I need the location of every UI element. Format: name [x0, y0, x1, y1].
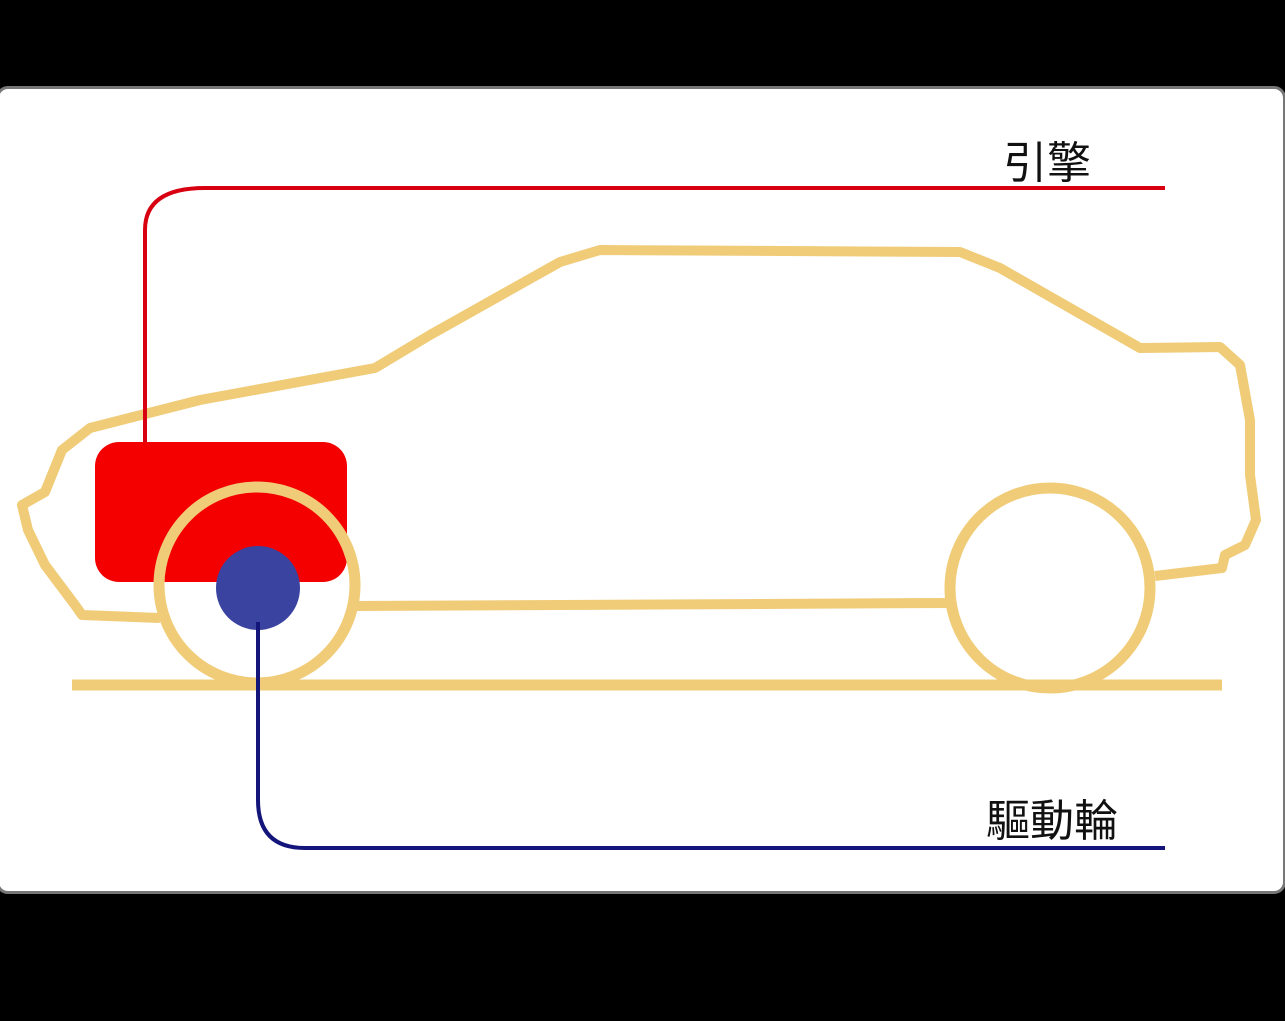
engine-block — [95, 442, 347, 582]
rear-wheel — [944, 482, 1156, 694]
engine-leader-line — [143, 186, 1165, 442]
drive-wheel-leader-line — [256, 622, 1165, 850]
drive-wheel-hub — [216, 546, 300, 630]
engine-label: 引擎 — [1003, 138, 1091, 189]
car-body-outline — [17, 245, 1261, 623]
car-sill-line — [354, 598, 951, 611]
drive-wheel-label: 驅動輪 — [986, 796, 1118, 847]
